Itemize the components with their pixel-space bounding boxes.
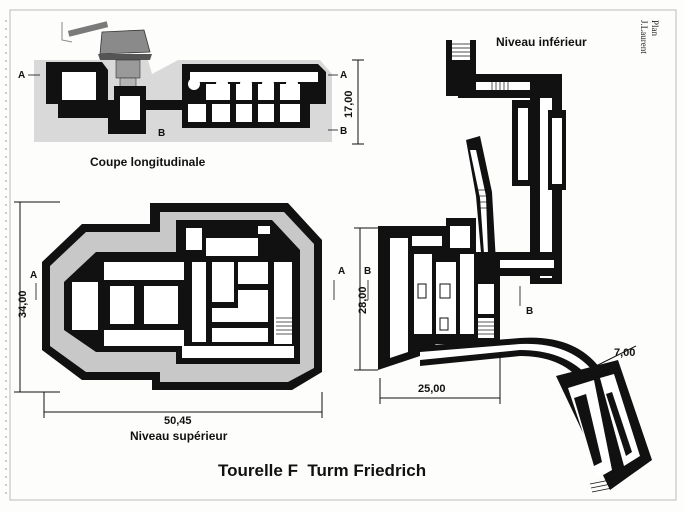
dim-lower-width: 25,00 [418, 383, 446, 395]
credit-plan: Plan [650, 20, 660, 37]
label-lower-level: Niveau inférieur [496, 35, 587, 49]
dim-upper-height: 34,00 [17, 290, 29, 318]
upper-marker-a-left: A [30, 270, 37, 281]
sheet-frame [9, 9, 677, 501]
section-marker-b-mid: B [158, 128, 165, 139]
upper-marker-a-right: A [338, 266, 345, 277]
lower-level-plan [378, 40, 652, 493]
label-upper-level: Niveau supérieur [130, 429, 228, 443]
section-marker-a-right: A [340, 70, 347, 81]
lower-marker-b-right: B [526, 306, 533, 317]
label-section: Coupe longitudinale [90, 155, 206, 169]
lower-marker-b-left: B [364, 266, 371, 277]
drawing-title: Tourelle F Turm Friedrich [218, 461, 426, 480]
section-marker-b-right: B [340, 126, 347, 137]
section-drawing [34, 21, 332, 142]
dim-section-height: 17,00 [343, 90, 355, 118]
dim-upper-width: 50,45 [164, 415, 192, 427]
credit-author: J.Laurent [639, 20, 649, 54]
section-marker-a-left: A [18, 70, 25, 81]
upper-stairs [276, 317, 292, 335]
dim-lower-height: 28,00 [357, 286, 369, 314]
dim-tunnel-width: 7,00 [614, 347, 635, 359]
upper-level-plan [42, 203, 322, 390]
